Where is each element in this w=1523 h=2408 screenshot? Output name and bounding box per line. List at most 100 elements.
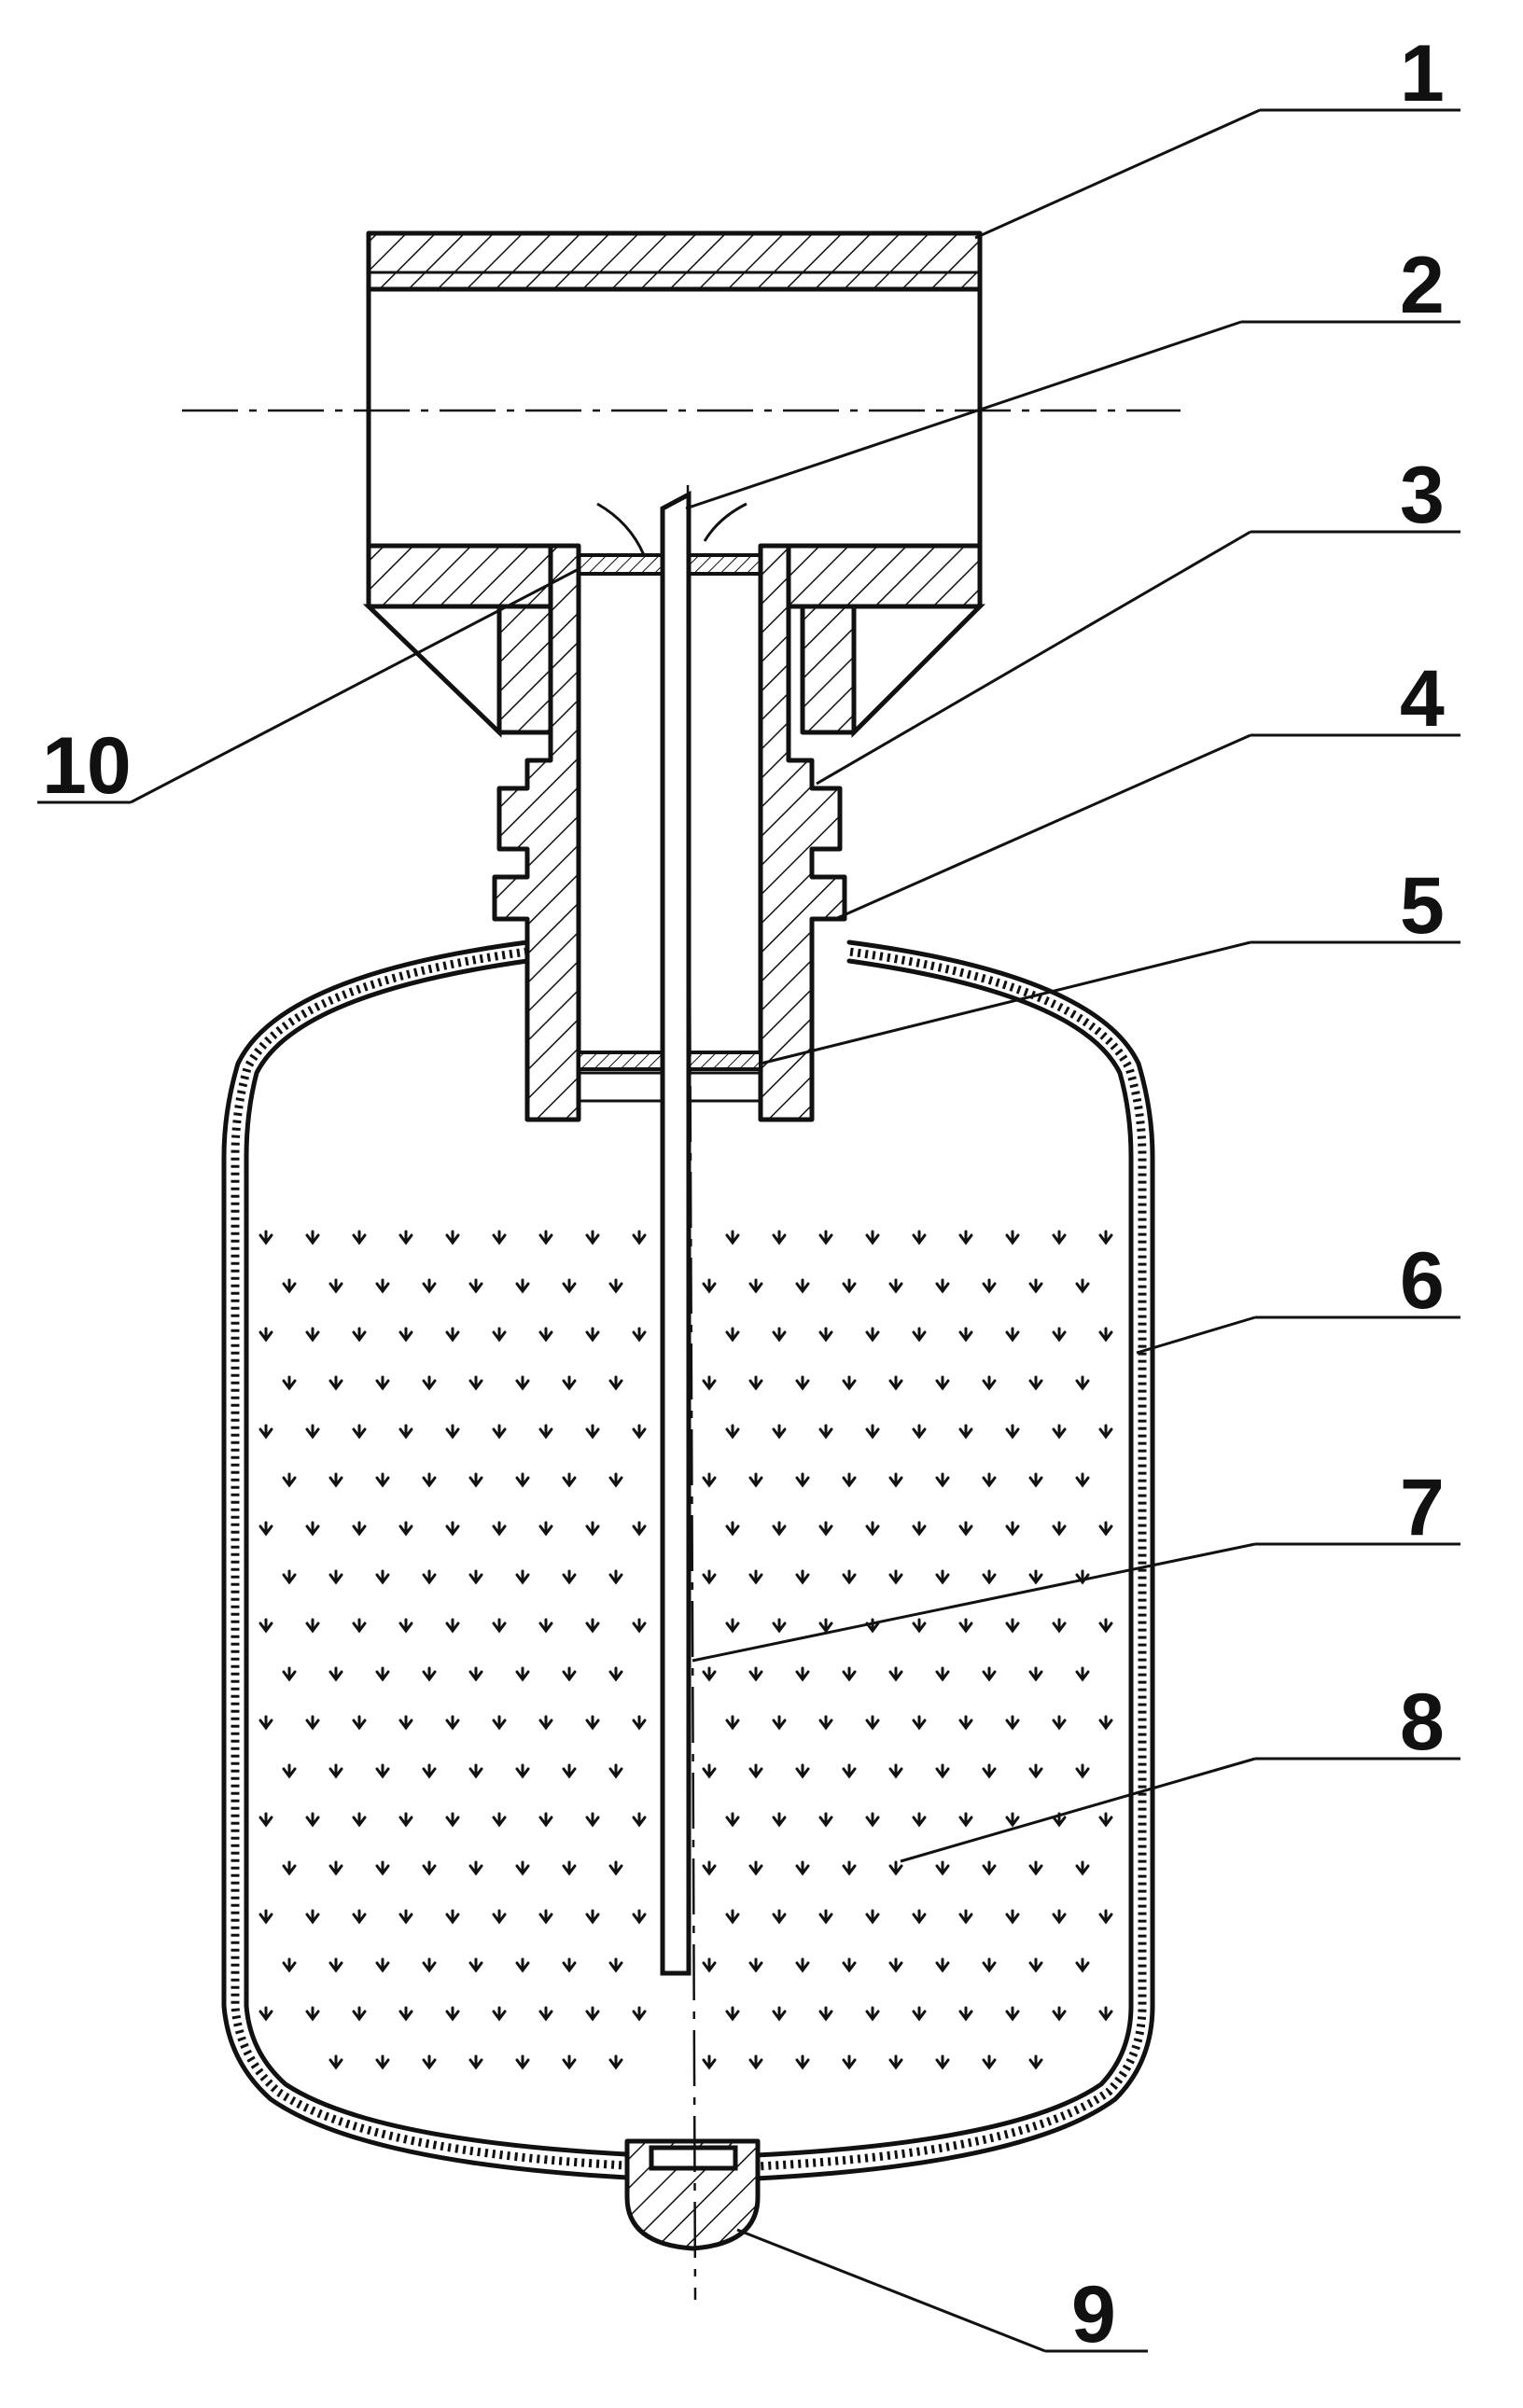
fill-particle [865, 1424, 880, 1440]
label-10: 10 [42, 721, 132, 811]
fill-particle [515, 1666, 530, 1682]
fill-particle [865, 1812, 880, 1828]
fill-particle [585, 1424, 600, 1440]
fill-particle [748, 1278, 763, 1294]
fill-particle [1075, 1860, 1090, 1876]
fill-particle [1075, 1375, 1090, 1391]
fill-particle [958, 1812, 973, 1828]
fill-particle [632, 1715, 647, 1731]
fill-particle [538, 1909, 553, 1925]
fill-particle [888, 1278, 903, 1294]
label-6: 6 [1400, 1236, 1445, 1326]
fill-particle [538, 2006, 553, 2022]
fill-particle [1098, 1424, 1113, 1440]
label-4: 4 [1400, 654, 1445, 744]
fill-particle [422, 1472, 437, 1488]
granular-fill [258, 1230, 1113, 2070]
fill-particle [1005, 1812, 1020, 1828]
fill-particle [1005, 1909, 1020, 1925]
fill-particle [632, 1812, 647, 1828]
fill-particle [888, 1569, 903, 1585]
fill-particle [772, 1618, 787, 1634]
fill-particle [748, 1375, 763, 1391]
fill-particle [375, 2054, 390, 2070]
fill-particle [1075, 1666, 1090, 1682]
fill-particle [562, 1569, 577, 1585]
fill-particle [632, 1230, 647, 1246]
fill-particle [935, 1860, 950, 1876]
fill-particle [492, 1618, 507, 1634]
fill-particle [748, 1666, 763, 1682]
fill-particle [305, 2006, 320, 2022]
fill-particle [1075, 1957, 1090, 1973]
label-1: 1 [1400, 29, 1445, 118]
fill-particle [585, 1618, 600, 1634]
fill-particle [888, 1375, 903, 1391]
fill-particle [982, 1763, 997, 1779]
fill-particle [842, 1763, 857, 1779]
fill-particle [305, 1424, 320, 1440]
fill-particle [958, 1521, 973, 1537]
fill-particle [795, 1472, 810, 1488]
fill-particle [608, 1472, 623, 1488]
fill-particle [352, 1715, 367, 1731]
fill-particle [375, 1763, 390, 1779]
fill-particle [468, 1375, 483, 1391]
fill-particle [958, 2006, 973, 2022]
fill-particle [1028, 1375, 1043, 1391]
fill-particle [982, 1666, 997, 1682]
fill-particle [398, 1618, 413, 1634]
fill-particle [935, 1763, 950, 1779]
fill-particle [492, 1230, 507, 1246]
fill-particle [982, 1957, 997, 1973]
fill-particle [468, 1278, 483, 1294]
fill-particle [748, 1472, 763, 1488]
fill-particle [1028, 1472, 1043, 1488]
fill-particle [562, 1763, 577, 1779]
fill-particle [912, 1424, 927, 1440]
fill-particle [1052, 1521, 1067, 1537]
fill-particle [1098, 1327, 1113, 1343]
fill-particle [305, 1618, 320, 1634]
fill-particle [1028, 1666, 1043, 1682]
fill-particle [1028, 1569, 1043, 1585]
fill-particle [282, 1763, 297, 1779]
fill-particle [328, 1666, 343, 1682]
fill-particle [398, 2006, 413, 2022]
fill-particle [842, 1666, 857, 1682]
fill-particle [772, 1230, 787, 1246]
fill-particle [632, 2006, 647, 2022]
fill-particle [352, 1230, 367, 1246]
fill-particle [282, 1472, 297, 1488]
fill-particle [725, 1424, 740, 1440]
fill-particle [445, 2006, 460, 2022]
fill-particle [258, 1715, 273, 1731]
fill-particle [888, 1472, 903, 1488]
fill-particle [282, 1666, 297, 1682]
fill-particle [328, 1472, 343, 1488]
fill-particle [702, 1666, 717, 1682]
fill-particle [538, 1327, 553, 1343]
fill-particle [772, 1327, 787, 1343]
fill-particle [375, 1472, 390, 1488]
fill-particle [515, 2054, 530, 2070]
fill-particle [585, 1521, 600, 1537]
fill-particle [422, 1666, 437, 1682]
fill-particle [608, 1763, 623, 1779]
fill-particle [608, 2054, 623, 2070]
fill-particle [958, 1424, 973, 1440]
fill-particle [538, 1618, 553, 1634]
fill-particle [492, 1812, 507, 1828]
fill-particle [772, 1715, 787, 1731]
fill-particle [795, 1569, 810, 1585]
fill-particle [725, 1715, 740, 1731]
fill-particle [492, 1424, 507, 1440]
fill-particle [562, 1957, 577, 1973]
fill-particle [352, 1521, 367, 1537]
fill-particle [725, 1230, 740, 1246]
fill-particle [772, 1424, 787, 1440]
fill-particle [632, 1327, 647, 1343]
fill-particle [352, 1812, 367, 1828]
fill-particle [958, 1230, 973, 1246]
fill-particle [842, 1278, 857, 1294]
